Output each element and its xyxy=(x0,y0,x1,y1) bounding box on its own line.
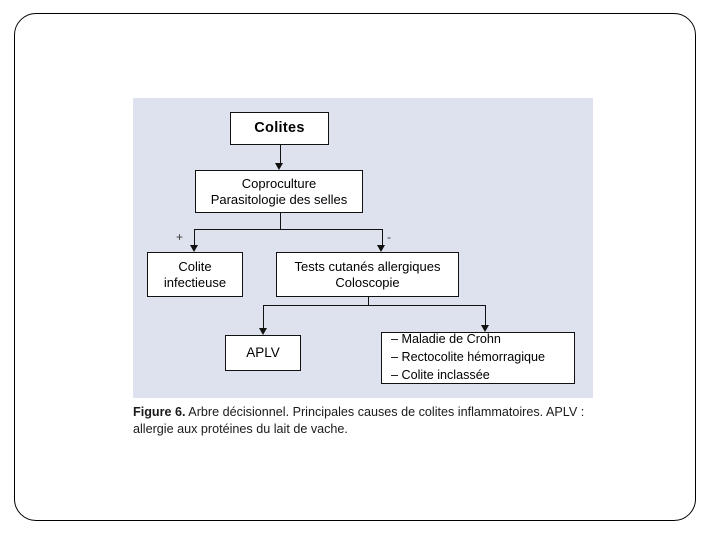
connector-tests-cutanes-stem xyxy=(367,297,369,305)
connector-bus-to-aplv xyxy=(263,305,264,328)
node-tests-cutanes-line1: Tests cutanés allergiques xyxy=(294,259,441,275)
branch-label-negative: - xyxy=(387,230,391,244)
flowchart-node-colite-infectieuse[interactable]: Colite infectieuse xyxy=(147,252,243,297)
connector-coproculture-stem xyxy=(279,213,281,229)
figure-caption-label: Figure 6. xyxy=(133,405,186,419)
branch-label-positive: + xyxy=(176,230,184,244)
flowchart-node-tests-cutanes-coloscopie[interactable]: Tests cutanés allergiques Coloscopie xyxy=(276,252,459,297)
connector-tests-cutanes-bus xyxy=(263,305,485,306)
connector-bus-to-tests-cutanes xyxy=(381,229,383,245)
diagnosis-item-colite-inclassee: – Colite inclassée xyxy=(391,367,490,382)
arrowhead-colite-infectieuse xyxy=(189,245,198,252)
figure-caption: Figure 6. Arbre décisionnel. Principales… xyxy=(133,404,599,439)
flowchart-node-coproculture[interactable]: Coproculture Parasitologie des selles xyxy=(195,170,363,213)
node-coproculture-line1: Coproculture xyxy=(241,176,317,192)
node-colite-infectieuse-line1: Colite xyxy=(178,259,212,275)
node-coproculture-line2: Parasitologie des selles xyxy=(210,191,348,207)
node-tests-cutanes-line2: Coloscopie xyxy=(335,274,400,290)
connector-coproculture-bus xyxy=(194,229,382,230)
flowchart-node-diagnoses-list[interactable]: – Maladie de Crohn – Rectocolite hémorra… xyxy=(381,332,575,384)
arrowhead-coproculture xyxy=(275,163,283,170)
connector-colites-to-coproculture xyxy=(279,145,281,163)
slide-frame-border xyxy=(14,13,696,521)
flowchart-node-colites[interactable]: Colites xyxy=(230,112,329,145)
figure-panel: Colites Coproculture Parasitologie des s… xyxy=(133,98,593,398)
node-aplv-label: APLV xyxy=(246,345,280,361)
diagnosis-item-rectocolite: – Rectocolite hémorragique xyxy=(391,350,546,365)
flowchart-node-aplv[interactable]: APLV xyxy=(225,335,301,371)
connector-bus-to-colite-infectieuse xyxy=(194,229,195,245)
arrowhead-aplv xyxy=(258,328,267,335)
figure-caption-text: Arbre décisionnel. Principales causes de… xyxy=(133,405,585,437)
node-colite-infectieuse-line2: infectieuse xyxy=(163,274,227,290)
arrowhead-diagnoses xyxy=(480,325,489,332)
diagnosis-item-crohn: – Maladie de Crohn xyxy=(391,332,501,347)
arrowhead-tests-cutanes xyxy=(377,245,385,252)
node-colites-label: Colites xyxy=(254,119,305,136)
connector-bus-to-diagnoses xyxy=(485,305,486,325)
